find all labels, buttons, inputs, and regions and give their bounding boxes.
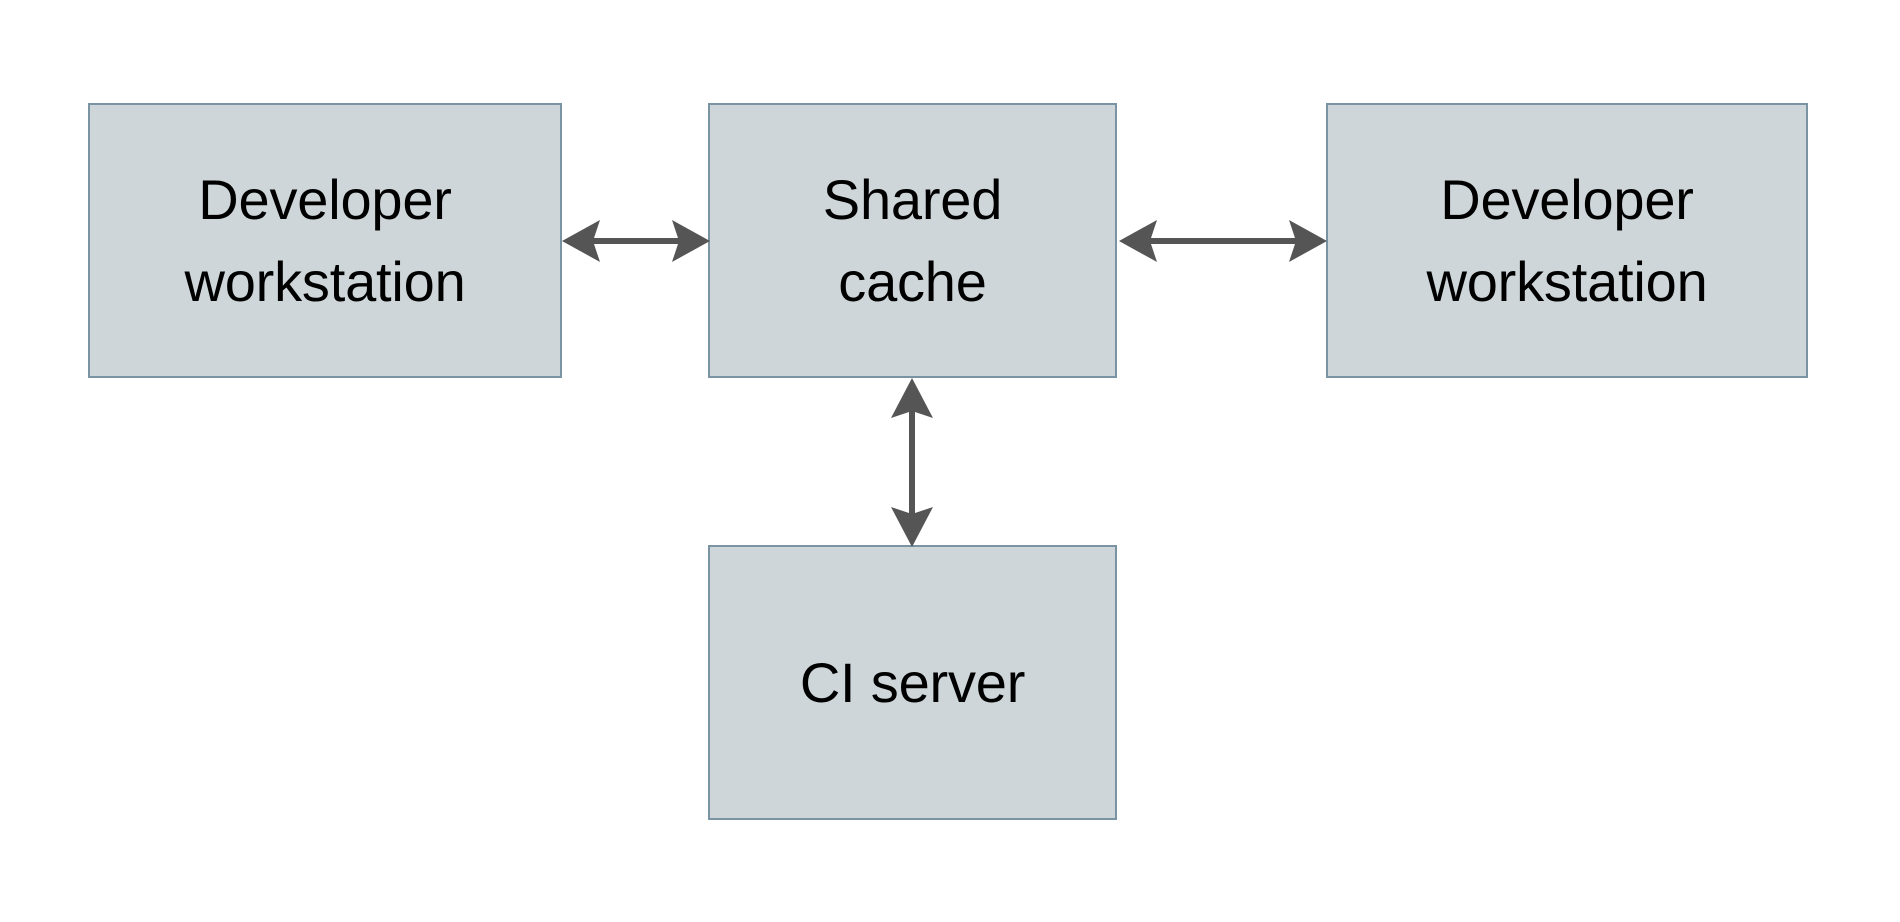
node-developer-workstation-right[interactable]: Developer workstation (1326, 103, 1808, 378)
edge-shared-cache-to-ci-server[interactable] (877, 376, 947, 549)
node-ci-server[interactable]: CI server (708, 545, 1117, 820)
edge-shared-cache-to-developer-workstation-right[interactable] (1115, 206, 1330, 276)
node-label: Shared cache (822, 168, 1003, 313)
node-label: Developer workstation (184, 168, 466, 313)
node-label: Developer workstation (1426, 168, 1708, 313)
node-developer-workstation-left[interactable]: Developer workstation (88, 103, 562, 378)
node-label: CI server (799, 650, 1026, 714)
node-shared-cache[interactable]: Shared cache (708, 103, 1117, 378)
edge-developer-workstation-left-to-shared-cache[interactable] (560, 206, 712, 276)
